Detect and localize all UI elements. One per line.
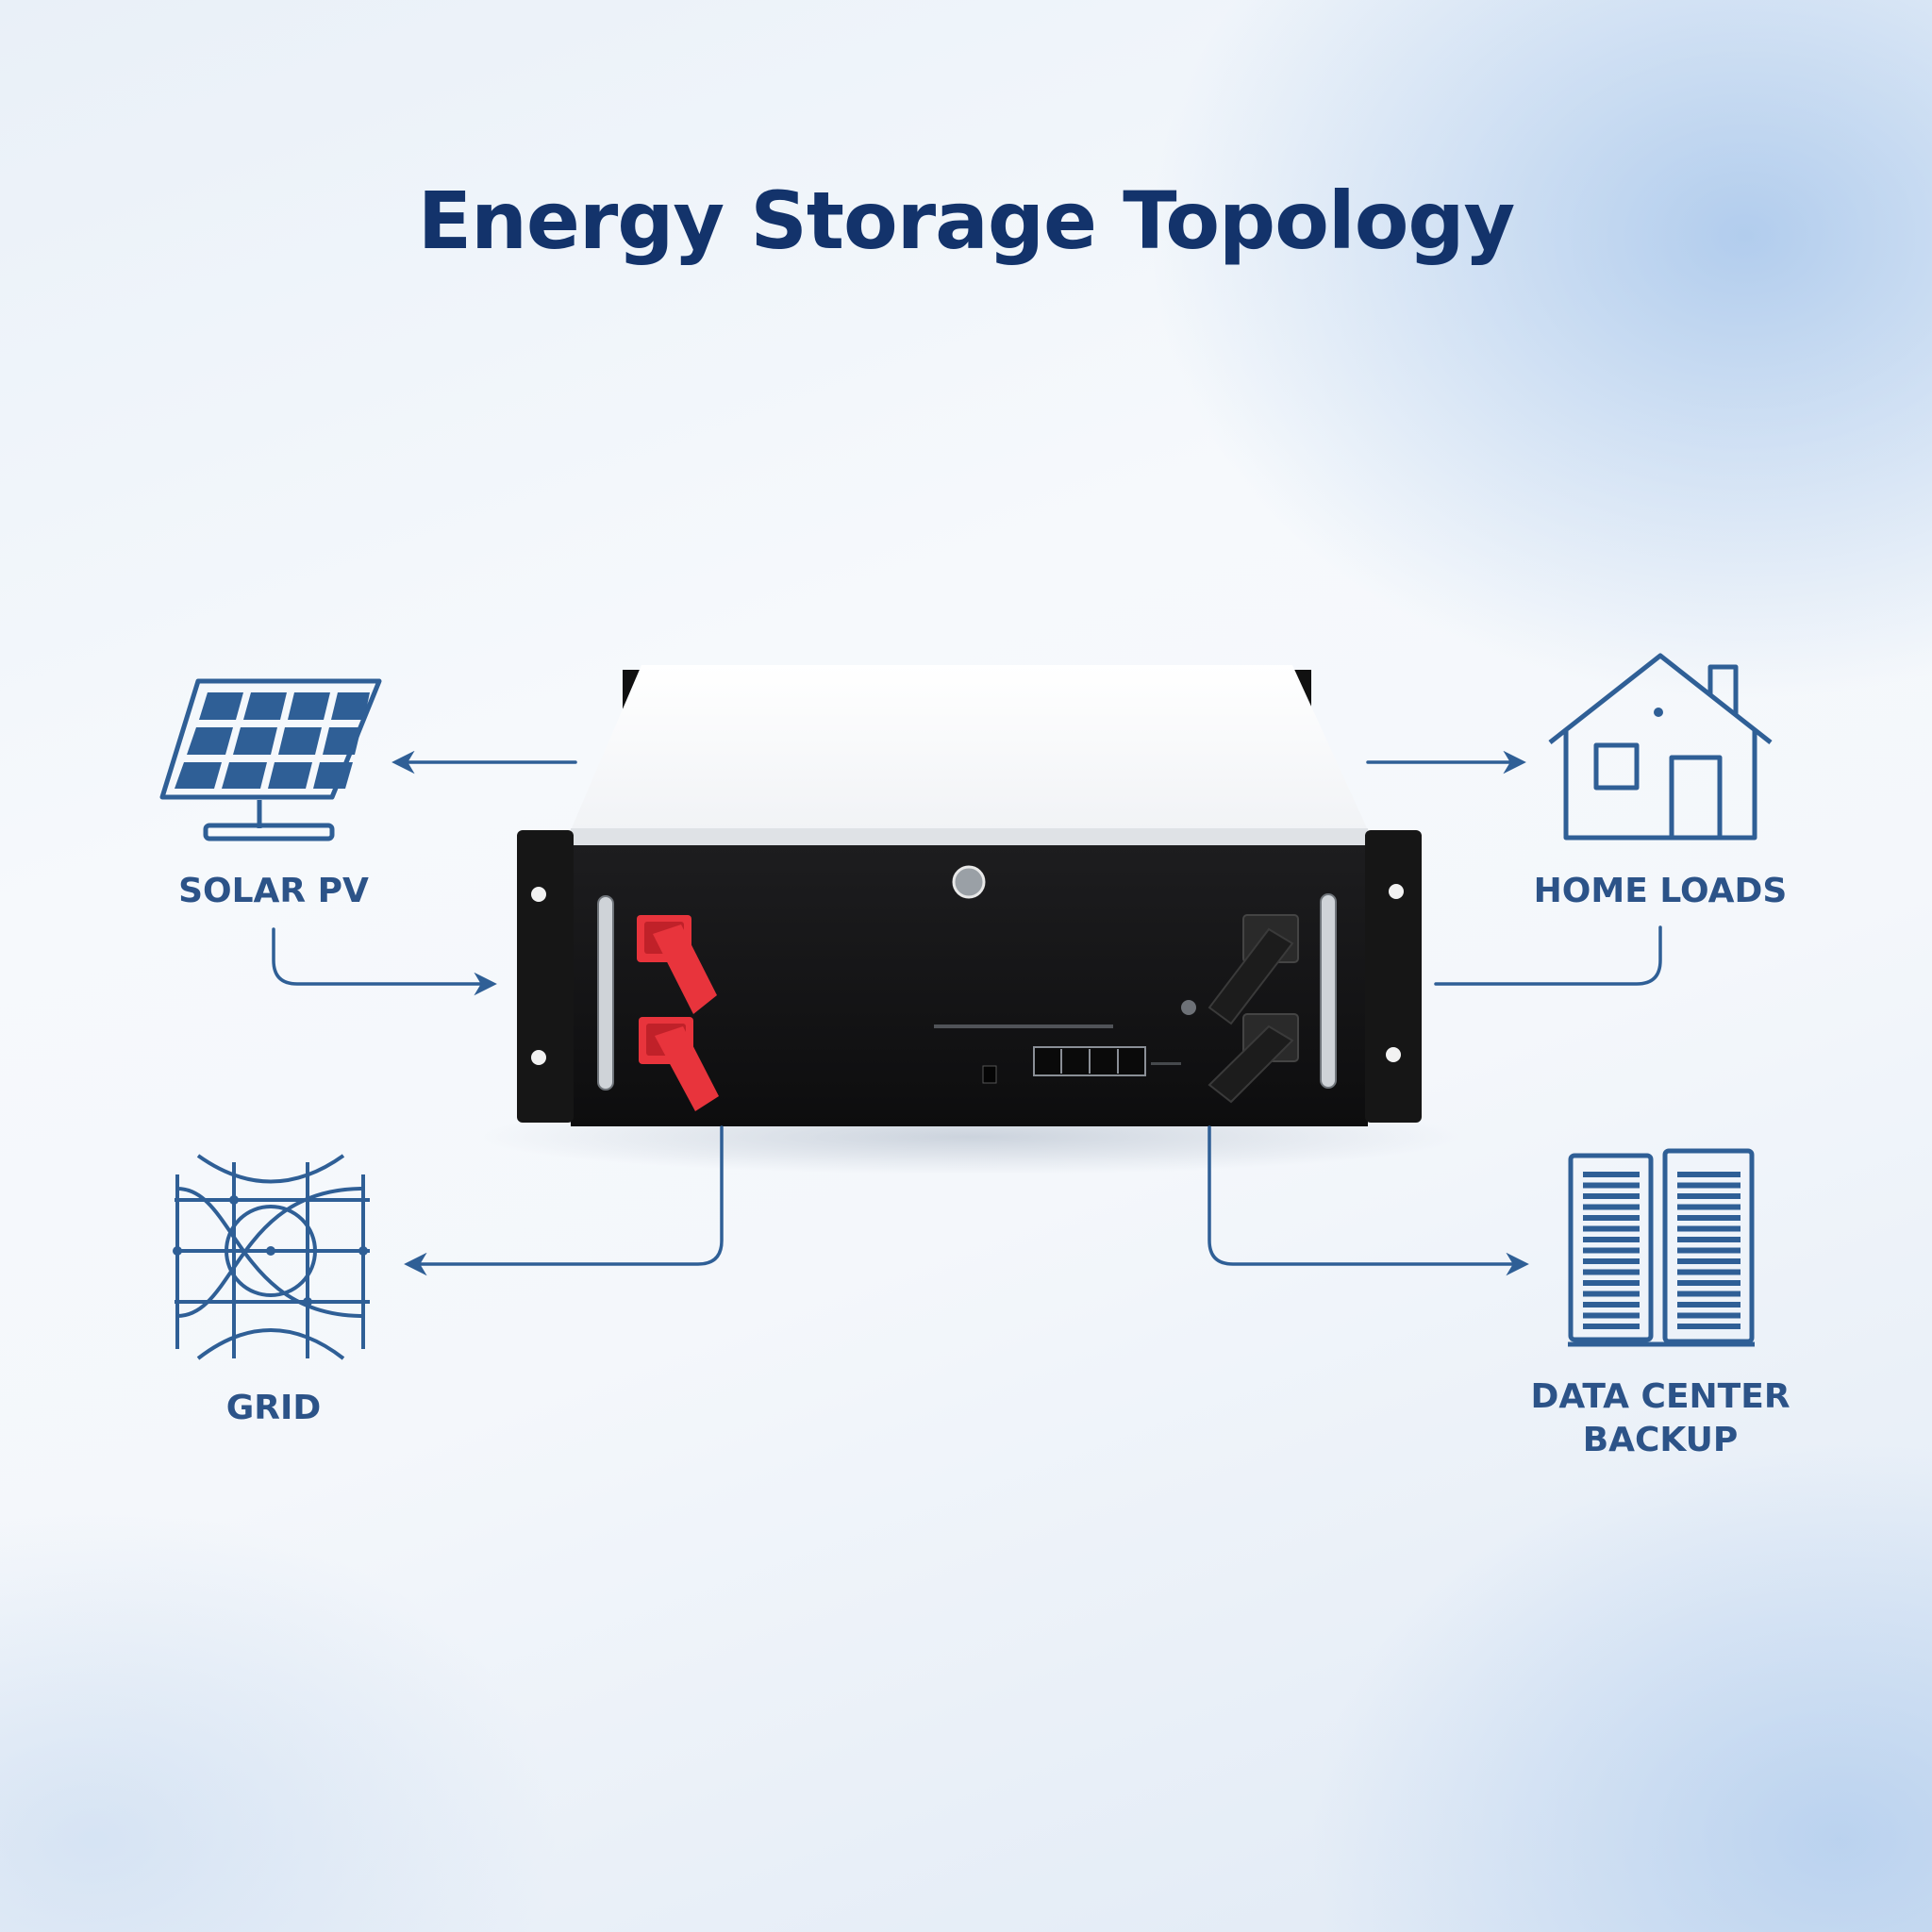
flange-hole	[1386, 1047, 1401, 1062]
server-rack-icon	[1568, 1148, 1755, 1347]
positive-terminal-upper[interactable]	[637, 915, 717, 1014]
grid-network-icon	[173, 1154, 370, 1360]
flange-hole	[1389, 884, 1404, 899]
mounting-flange-left	[517, 830, 574, 1123]
connectors	[272, 750, 1662, 1276]
status-indicator	[1181, 1000, 1196, 1015]
battery-top-cover	[571, 665, 1368, 830]
label-solar-pv: SOLAR PV	[178, 872, 369, 910]
reset-port[interactable]	[982, 1065, 997, 1084]
label-home-loads: HOME LOADS	[1533, 872, 1788, 910]
positive-terminal-lower[interactable]	[639, 1017, 719, 1111]
flange-hole	[531, 1050, 546, 1065]
communication-ports[interactable]	[1033, 1046, 1146, 1076]
mounting-flange-right	[1365, 830, 1422, 1123]
front-print	[1151, 1062, 1181, 1065]
handle-left[interactable]	[597, 895, 614, 1091]
negative-terminal-upper[interactable]	[1208, 914, 1299, 1025]
negative-terminal-lower[interactable]	[1208, 1013, 1299, 1104]
label-data-center: DATA CENTER	[1530, 1377, 1790, 1416]
label-data-center-backup: DATA CENTER BACKUP	[1509, 1375, 1811, 1462]
page-title: Energy Storage Topology	[417, 175, 1516, 267]
house-icon	[1548, 653, 1773, 841]
front-print	[934, 1024, 1113, 1028]
connector-home-return	[1434, 925, 1662, 986]
battery-top-edge	[571, 828, 1368, 847]
flange-hole	[531, 887, 546, 902]
power-button[interactable]	[952, 865, 986, 899]
connector-battery-to-grid	[404, 1125, 724, 1276]
handle-right[interactable]	[1320, 893, 1337, 1089]
label-grid: GRID	[225, 1389, 322, 1427]
battery-module	[481, 665, 1462, 1174]
solar-panel-icon	[159, 678, 382, 841]
connector-battery-to-datacenter	[1208, 1125, 1529, 1276]
label-backup: BACKUP	[1582, 1421, 1739, 1459]
connector-solar-to-battery	[272, 927, 497, 996]
